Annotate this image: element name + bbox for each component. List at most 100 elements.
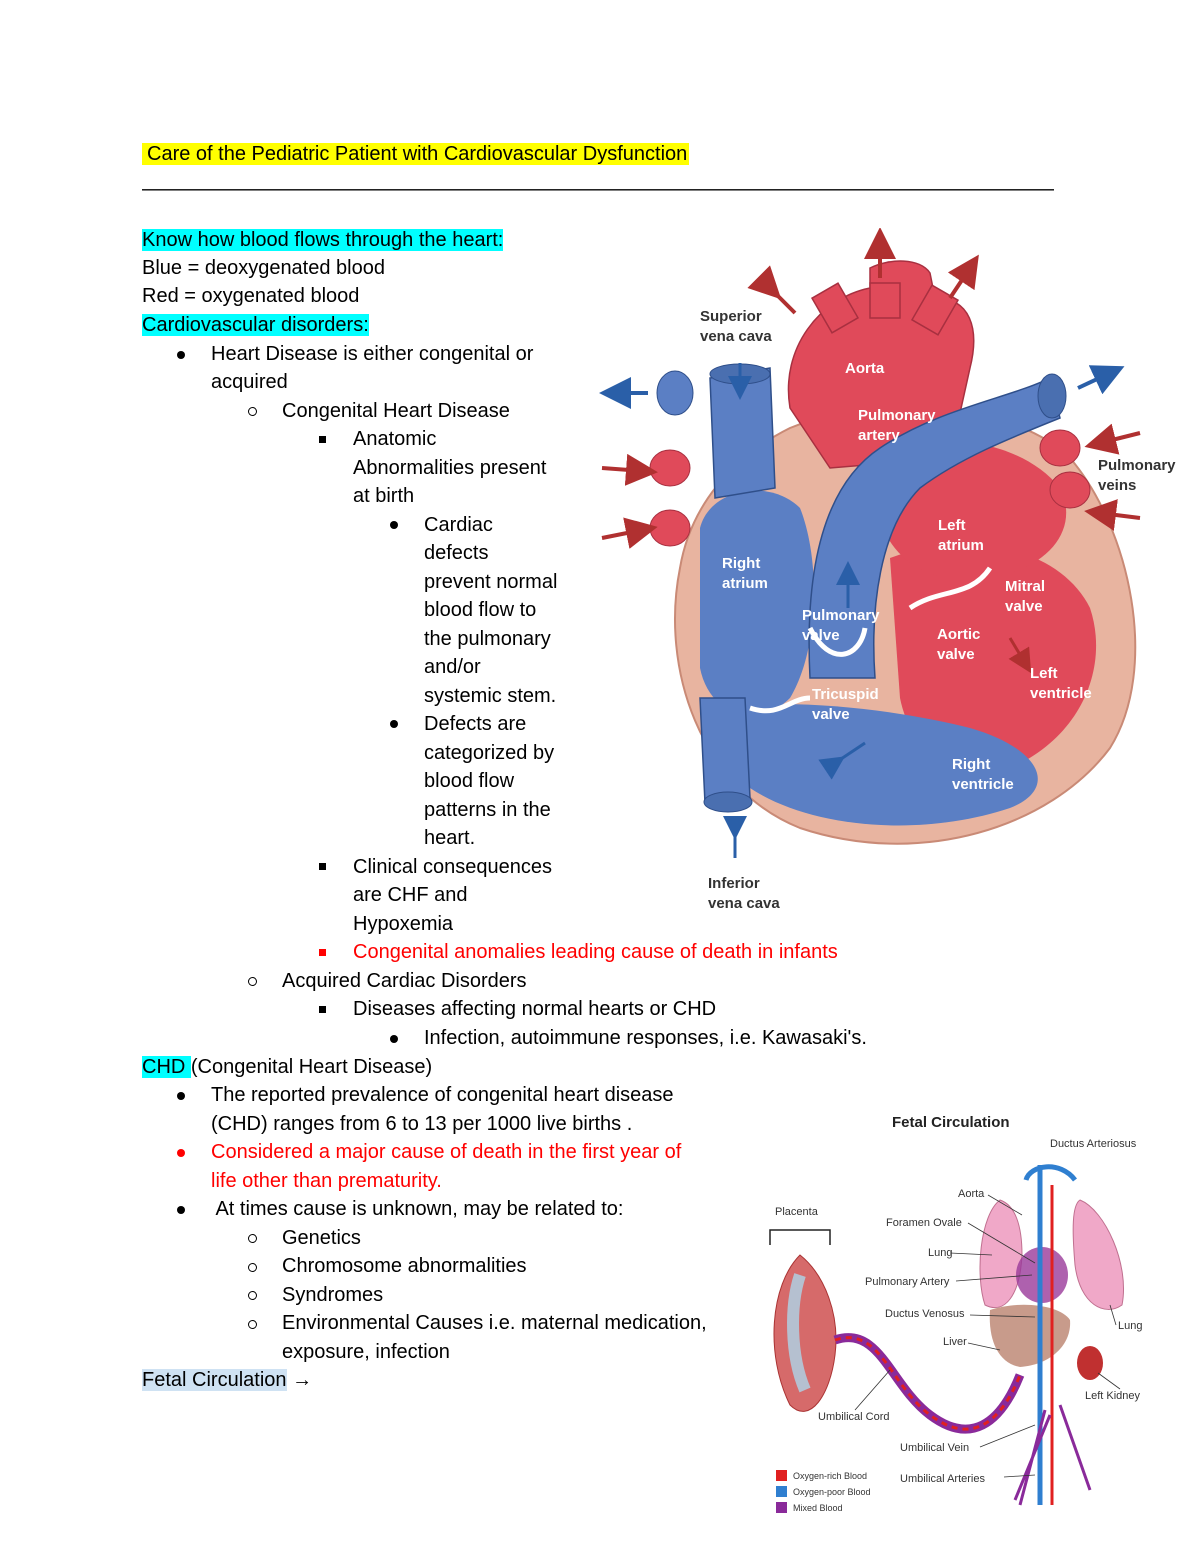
fetal-label-placenta: Placenta — [775, 1206, 819, 1218]
bullet-square — [319, 436, 326, 443]
bullet-square — [319, 1006, 326, 1013]
legend-swatch-mixed — [776, 1502, 787, 1513]
fetal-title: Fetal Circulation — [892, 1114, 1010, 1131]
list-item-cont: patterns in the — [424, 799, 551, 821]
horizontal-rule: ————————————————————————————————————————… — [142, 178, 1054, 200]
fetal-label-pulmonary-artery: Pulmonary Artery — [865, 1276, 950, 1288]
fetal-label-lung-right: Lung — [1118, 1320, 1142, 1332]
list-item: Genetics — [282, 1227, 361, 1249]
list-item: Infection, autoimmune responses, i.e. Ka… — [424, 1027, 867, 1049]
list-item: Cardiac — [424, 514, 493, 536]
label-aorta: Aorta — [845, 360, 885, 377]
fetal-label-ductus-venosus: Ductus Venosus — [885, 1308, 965, 1320]
bullet-circle — [248, 1234, 257, 1243]
label-inferior-vena-cava-2: vena cava — [708, 895, 780, 912]
list-item-cont: prevent normal — [424, 571, 558, 593]
mitral-valve-line — [908, 566, 993, 611]
heading-blood-flow: Know how blood flows through the heart: — [142, 226, 504, 255]
chd-highlight: CHD — [142, 1056, 191, 1078]
label-aortic-valve-2: valve — [937, 646, 975, 663]
list-item-cont: heart. — [424, 827, 476, 849]
list-item: Environmental Causes i.e. maternal medic… — [282, 1312, 707, 1334]
red-legend-line: Red = oxygenated blood — [142, 285, 360, 307]
bullet-circle — [248, 1263, 257, 1272]
label-pulmonary-artery-2: artery — [858, 427, 900, 444]
fetal-label-lung-left: Lung — [928, 1247, 952, 1259]
list-item-cont: (CHD) ranges from 6 to 13 per 1000 live … — [211, 1113, 633, 1135]
list-item: Anatomic — [353, 428, 437, 450]
legend-label-oxygen-rich: Oxygen-rich Blood — [793, 1471, 867, 1481]
label-pulmonary-artery-1: Pulmonary — [858, 407, 936, 424]
legend-label-oxygen-poor: Oxygen-poor Blood — [793, 1487, 871, 1497]
list-item-cont: and/or — [424, 656, 481, 678]
label-pulmonary-veins-1: Pulmonary — [1098, 457, 1176, 474]
label-left-atrium-2: atrium — [938, 537, 984, 554]
heading-cardiovascular-disorders-text: Cardiovascular disorders: — [142, 314, 369, 336]
label-superior-vena-cava-1: Superior — [700, 308, 762, 325]
bullet-dot — [390, 521, 398, 529]
fetal-label-left-kidney: Left Kidney — [1085, 1390, 1141, 1402]
label-right-atrium-1: Right — [722, 555, 760, 572]
bullet-circle — [248, 407, 257, 416]
inferior-vena-cava-shape — [699, 697, 751, 804]
bullet-circle — [248, 1320, 257, 1329]
label-pulmonary-veins-2: veins — [1098, 477, 1136, 494]
list-item-cont: blood flow — [424, 770, 515, 792]
bullet-circle — [248, 977, 257, 986]
list-item: Clinical consequences — [353, 856, 553, 878]
superior-vena-cava-shape — [709, 367, 776, 499]
list-item-red-cont: life other than prematurity. — [211, 1170, 442, 1192]
legend-swatch-oxygen-poor — [776, 1486, 787, 1497]
document-title: Care of the Pediatric Patient with Cardi… — [142, 141, 690, 167]
list-item-cont: categorized by — [424, 742, 555, 764]
lung-right-shape — [1072, 1199, 1124, 1310]
list-item-cont: exposure, infection — [282, 1341, 450, 1363]
label-superior-vena-cava-2: vena cava — [700, 328, 772, 345]
list-item: Acquired Cardiac Disorders — [282, 970, 527, 992]
label-tricuspid-valve-1: Tricuspid — [812, 686, 879, 703]
bullet-dot — [177, 1206, 185, 1214]
list-item-cont: Abnormalities present — [353, 457, 547, 479]
list-item-cont: defects — [424, 542, 489, 564]
label-mitral-valve-2: valve — [1005, 598, 1043, 615]
tricuspid-valve-line — [749, 695, 811, 714]
bullet-dot — [390, 720, 398, 728]
legend-label-mixed: Mixed Blood — [793, 1503, 843, 1513]
chd-heading: CHD (Congenital Heart Disease) — [142, 1053, 432, 1082]
fetal-label-liver: Liver — [943, 1336, 967, 1348]
left-kidney-shape — [1077, 1346, 1103, 1380]
fetal-label-umbilical-vein: Umbilical Vein — [900, 1442, 969, 1454]
fetal-label-ductus-arteriosus: Ductus Arteriosus — [1050, 1138, 1137, 1150]
bullet-square-red — [319, 949, 326, 956]
list-item-cont: at birth — [353, 485, 415, 507]
label-pulmonary-valve-1: Pulmonary — [802, 607, 880, 624]
list-item: Congenital Heart Disease — [282, 400, 510, 422]
label-inferior-vena-cava-1: Inferior — [708, 875, 760, 892]
list-item-red: Considered a major cause of death in the… — [211, 1141, 682, 1163]
fetal-label-umbilical-cord: Umbilical Cord — [818, 1411, 890, 1423]
list-item: Heart Disease is either congenital or — [211, 343, 534, 365]
left-ventricle-shape — [890, 544, 1097, 774]
bullet-circle — [248, 1291, 257, 1300]
label-right-ventricle-1: Right — [952, 756, 990, 773]
title-highlight: Care of the Pediatric Patient with Cardi… — [142, 143, 690, 165]
list-item-cont: systemic stem. — [424, 685, 557, 707]
bullet-square — [319, 863, 326, 870]
label-right-ventricle-2: ventricle — [952, 776, 1014, 793]
bullet-dot — [390, 1035, 398, 1043]
list-item-red: Congenital anomalies leading cause of de… — [353, 941, 838, 963]
fetal-label-foramen-ovale: Foramen Ovale — [886, 1217, 962, 1229]
list-item: The reported prevalence of congenital he… — [211, 1084, 674, 1106]
right-atrium-shape — [700, 490, 814, 715]
list-item: At times cause is unknown, may be relate… — [211, 1198, 624, 1220]
list-item-cont: are CHF and — [353, 884, 468, 906]
label-aortic-valve-1: Aortic — [937, 626, 980, 643]
fetal-circulation-diagram: Fetal Circulation Ductus Arteriosus Plac… — [769, 1114, 1142, 1513]
list-item: Chromosome abnormalities — [282, 1255, 527, 1277]
list-item-cont: acquired — [211, 371, 288, 393]
bullet-dot — [177, 1092, 185, 1100]
bullet-dot — [177, 351, 185, 359]
list-item: Defects are — [424, 713, 527, 735]
liver-shape — [989, 1304, 1071, 1367]
